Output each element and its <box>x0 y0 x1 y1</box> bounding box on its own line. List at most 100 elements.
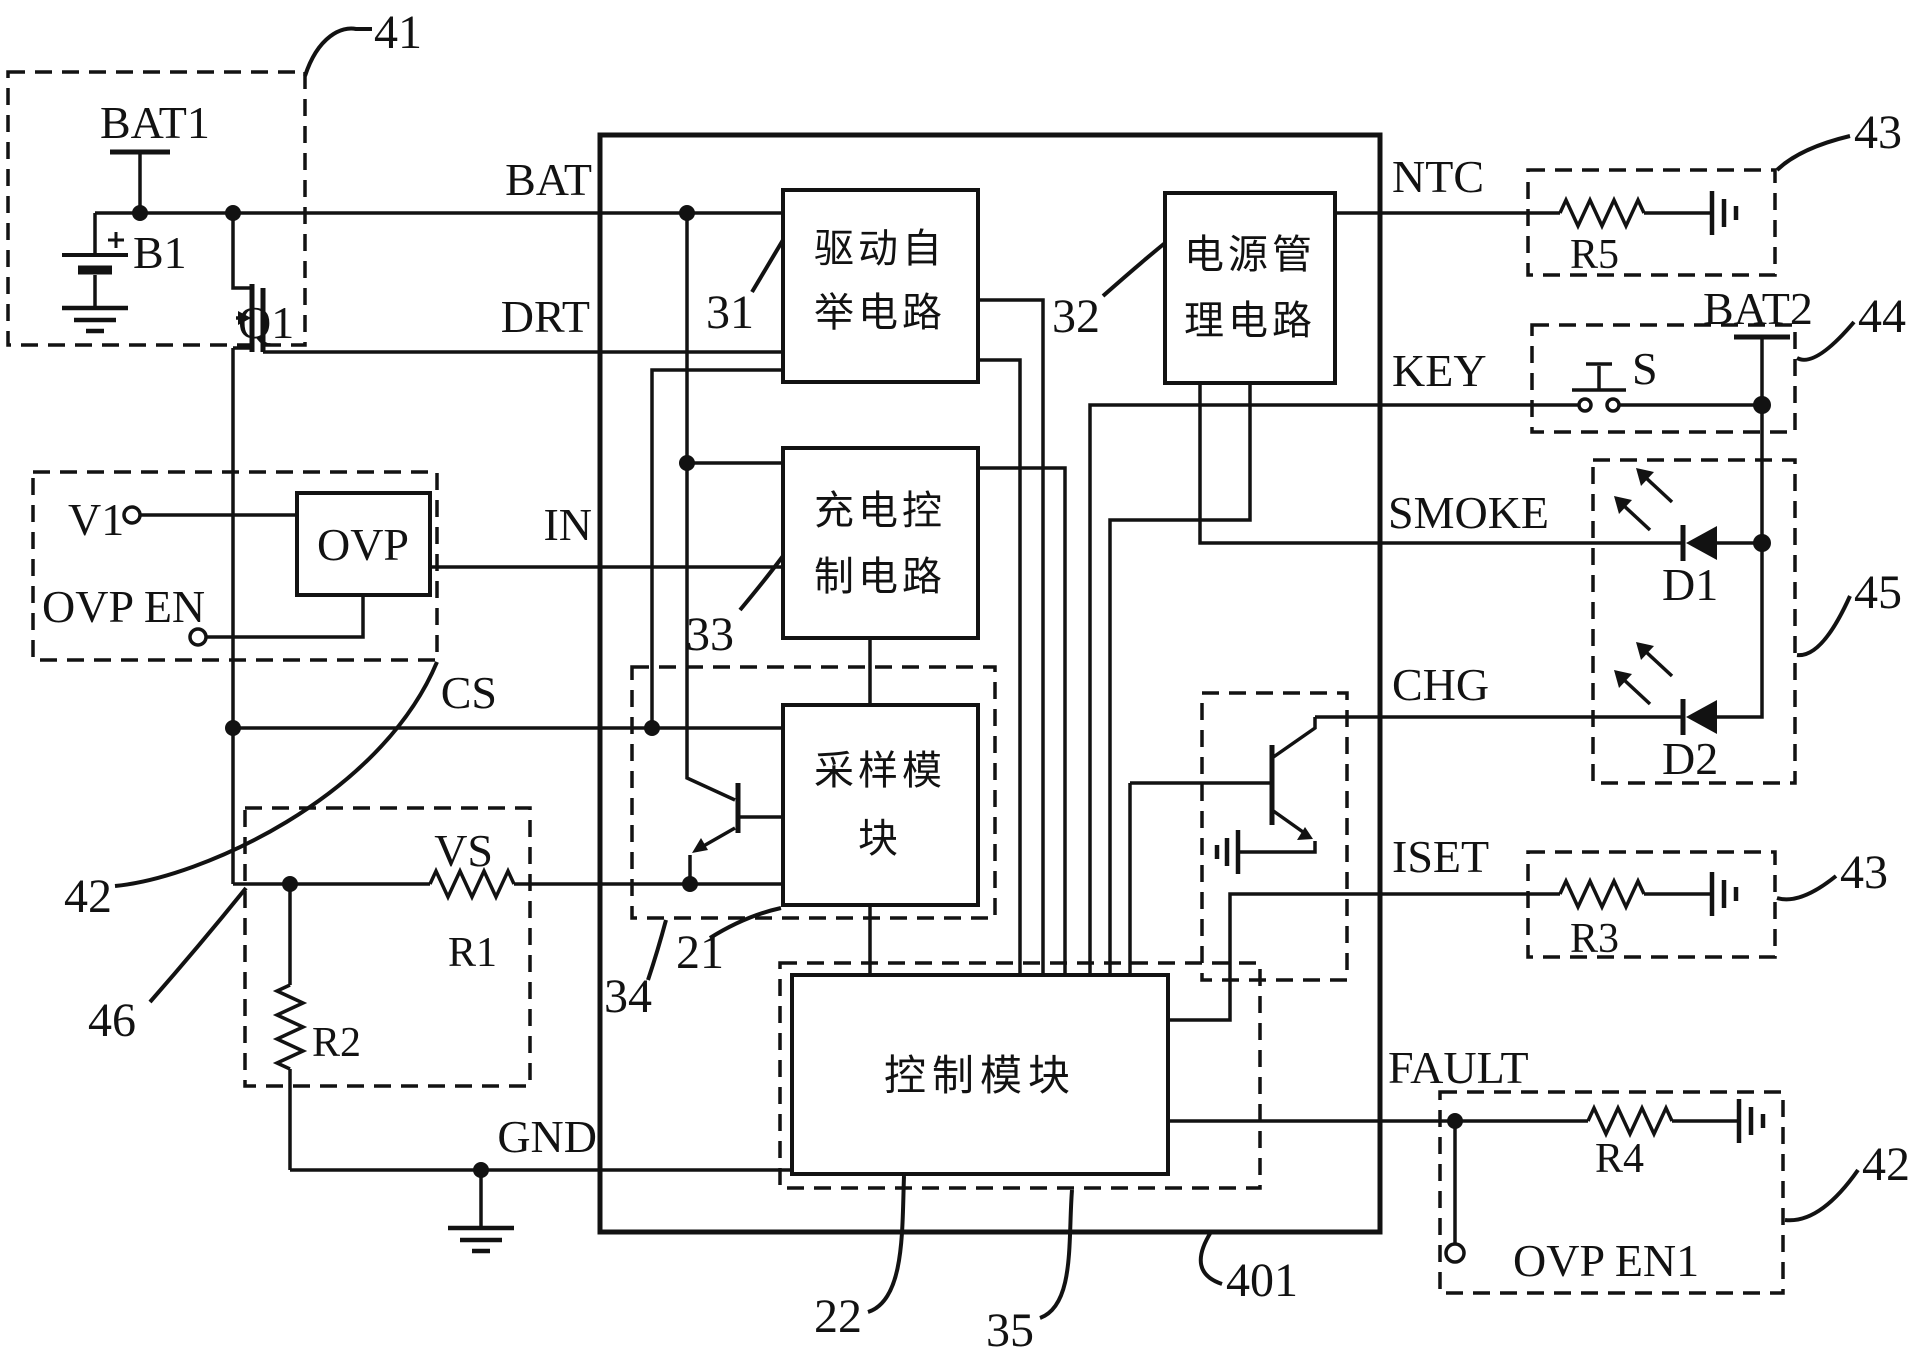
switch-box-44 <box>1530 323 1797 434</box>
divider-box-46 <box>243 806 532 1088</box>
ref-33: 33 <box>686 608 734 661</box>
ref-42-right: 42 <box>1862 1138 1910 1191</box>
pushbutton-s-icon <box>1572 362 1626 413</box>
smoke-wire-inside <box>1198 383 1380 545</box>
ref-35: 35 <box>986 1304 1034 1348</box>
m31-to-m22-wire-b <box>978 298 1045 975</box>
ref-43-top: 43 <box>1854 106 1902 159</box>
control-box-35 <box>778 961 1262 1190</box>
led-d1-icon <box>1614 468 1717 561</box>
ground-icon-r3 <box>1709 872 1739 916</box>
part-label-v1: V1 <box>68 494 124 545</box>
resistor-r2-icon <box>272 884 308 1170</box>
ovp-en-wire <box>206 595 365 639</box>
ic-internal-wires <box>650 211 1380 1123</box>
reference-leaders <box>114 26 1860 1320</box>
ref-43-bottom: 43 <box>1840 846 1888 899</box>
sampling-transistor-icon <box>688 783 783 884</box>
part-label-r3: R3 <box>1570 916 1619 962</box>
power-mgmt-label-line2: 理电路 <box>1184 298 1316 343</box>
ref-31: 31 <box>706 286 754 339</box>
ref-42-left: 42 <box>64 870 112 923</box>
part-label-r2: R2 <box>312 1020 361 1066</box>
pin-label-fault: FAULT <box>1388 1042 1529 1093</box>
ovp-en1-terminal-icon <box>1444 1242 1466 1264</box>
bat-bus-wire <box>685 213 736 802</box>
pin-label-gnd: GND <box>497 1111 597 1162</box>
d2-anode-wire <box>1717 543 1764 719</box>
part-label-s: S <box>1632 343 1658 394</box>
ref-22: 22 <box>814 1290 862 1343</box>
battery-pack-box-41 <box>6 70 307 347</box>
iset-r3-network-43 <box>1380 872 1739 916</box>
sampling-box-34 <box>630 665 997 920</box>
part-label-bat2: BAT2 <box>1703 283 1813 334</box>
junction-dots <box>132 205 1771 1178</box>
module-box-drive-bootstrap <box>781 188 980 384</box>
ovp-block-label: OVP <box>317 519 409 570</box>
ref-41: 41 <box>374 6 422 59</box>
led-network-45 <box>1380 405 1764 735</box>
resistor-r3-icon <box>1558 876 1646 912</box>
m32-to-m22-wire <box>1108 383 1252 975</box>
mosfet-q1-icon <box>231 213 266 352</box>
charge-control-label-line1: 充电控 <box>814 488 946 533</box>
led-d2-icon <box>1614 642 1717 735</box>
r3-box-43 <box>1526 850 1777 959</box>
drive-bootstrap-label-line1: 驱动自 <box>814 226 946 271</box>
part-label-r4: R4 <box>1595 1136 1644 1182</box>
ref-46: 46 <box>88 994 136 1047</box>
part-label-d2: D2 <box>1662 733 1718 784</box>
part-label-q1: Q1 <box>238 297 294 348</box>
pin-label-key: KEY <box>1392 345 1487 396</box>
pin-label-vs: VS <box>434 825 493 876</box>
ovp-en1-box-42 <box>1438 1090 1785 1295</box>
ref-32: 32 <box>1052 290 1100 343</box>
ntc-r5-network-43 <box>1380 191 1739 235</box>
part-label-ovp-en: OVP EN <box>42 581 205 632</box>
sampling-label-line1: 采样模 <box>814 748 946 793</box>
iset-wire-inside <box>1168 892 1380 1022</box>
chg-driver-box <box>1200 691 1349 982</box>
battery-b1-icon <box>62 232 128 275</box>
drive-bootstrap-label-line2: 举电路 <box>814 290 946 335</box>
v1-terminal-icon <box>122 505 142 525</box>
ground-icon-r5 <box>1709 191 1739 235</box>
bootstrap-to-cs-wire <box>650 368 783 728</box>
pin-label-cs: CS <box>441 667 497 718</box>
ic-boundary-401 <box>597 132 1383 1235</box>
battery-pack-41 <box>62 149 783 884</box>
part-label-r5: R5 <box>1570 232 1619 278</box>
ref-401: 401 <box>1226 1254 1298 1307</box>
ref-44: 44 <box>1858 290 1906 343</box>
sampling-label-line2: 块 <box>858 816 902 861</box>
chg-driver-transistor-icon <box>1128 717 1317 975</box>
m33-to-m22-wire <box>978 466 1067 975</box>
pin-label-drt: DRT <box>501 291 590 342</box>
part-label-d1: D1 <box>1662 559 1718 610</box>
part-label-b1: B1 <box>133 227 187 278</box>
ground-icon-chg-driver <box>1214 830 1241 874</box>
charge-control-label-line2: 制电路 <box>814 554 946 599</box>
part-label-r1: R1 <box>448 930 497 976</box>
pin-label-chg: CHG <box>1392 659 1489 710</box>
key-wire-inside <box>1088 403 1380 975</box>
ovp-input-42 <box>122 505 783 647</box>
resistor-r1-icon <box>428 866 516 902</box>
module-box-charge-control <box>781 446 980 640</box>
fault-r4-network-42 <box>1380 1099 1766 1264</box>
ground-icon-r4 <box>1736 1099 1766 1143</box>
pin-label-ntc: NTC <box>1392 151 1484 202</box>
key-switch-network-44 <box>1380 334 1790 413</box>
ref-45: 45 <box>1854 566 1902 619</box>
part-label-bat1: BAT1 <box>100 97 210 148</box>
ground-icon-b1 <box>62 305 128 334</box>
ovp-en-terminal-icon <box>188 627 208 647</box>
control-module-label: 控制模块 <box>884 1054 1076 1100</box>
ground-icon-gnd <box>448 1170 514 1254</box>
resistor-r4-icon <box>1586 1103 1674 1139</box>
pin-label-bat: BAT <box>505 154 592 205</box>
pin-label-smoke: SMOKE <box>1388 487 1549 538</box>
m31-to-m22-wire-a <box>978 358 1022 975</box>
